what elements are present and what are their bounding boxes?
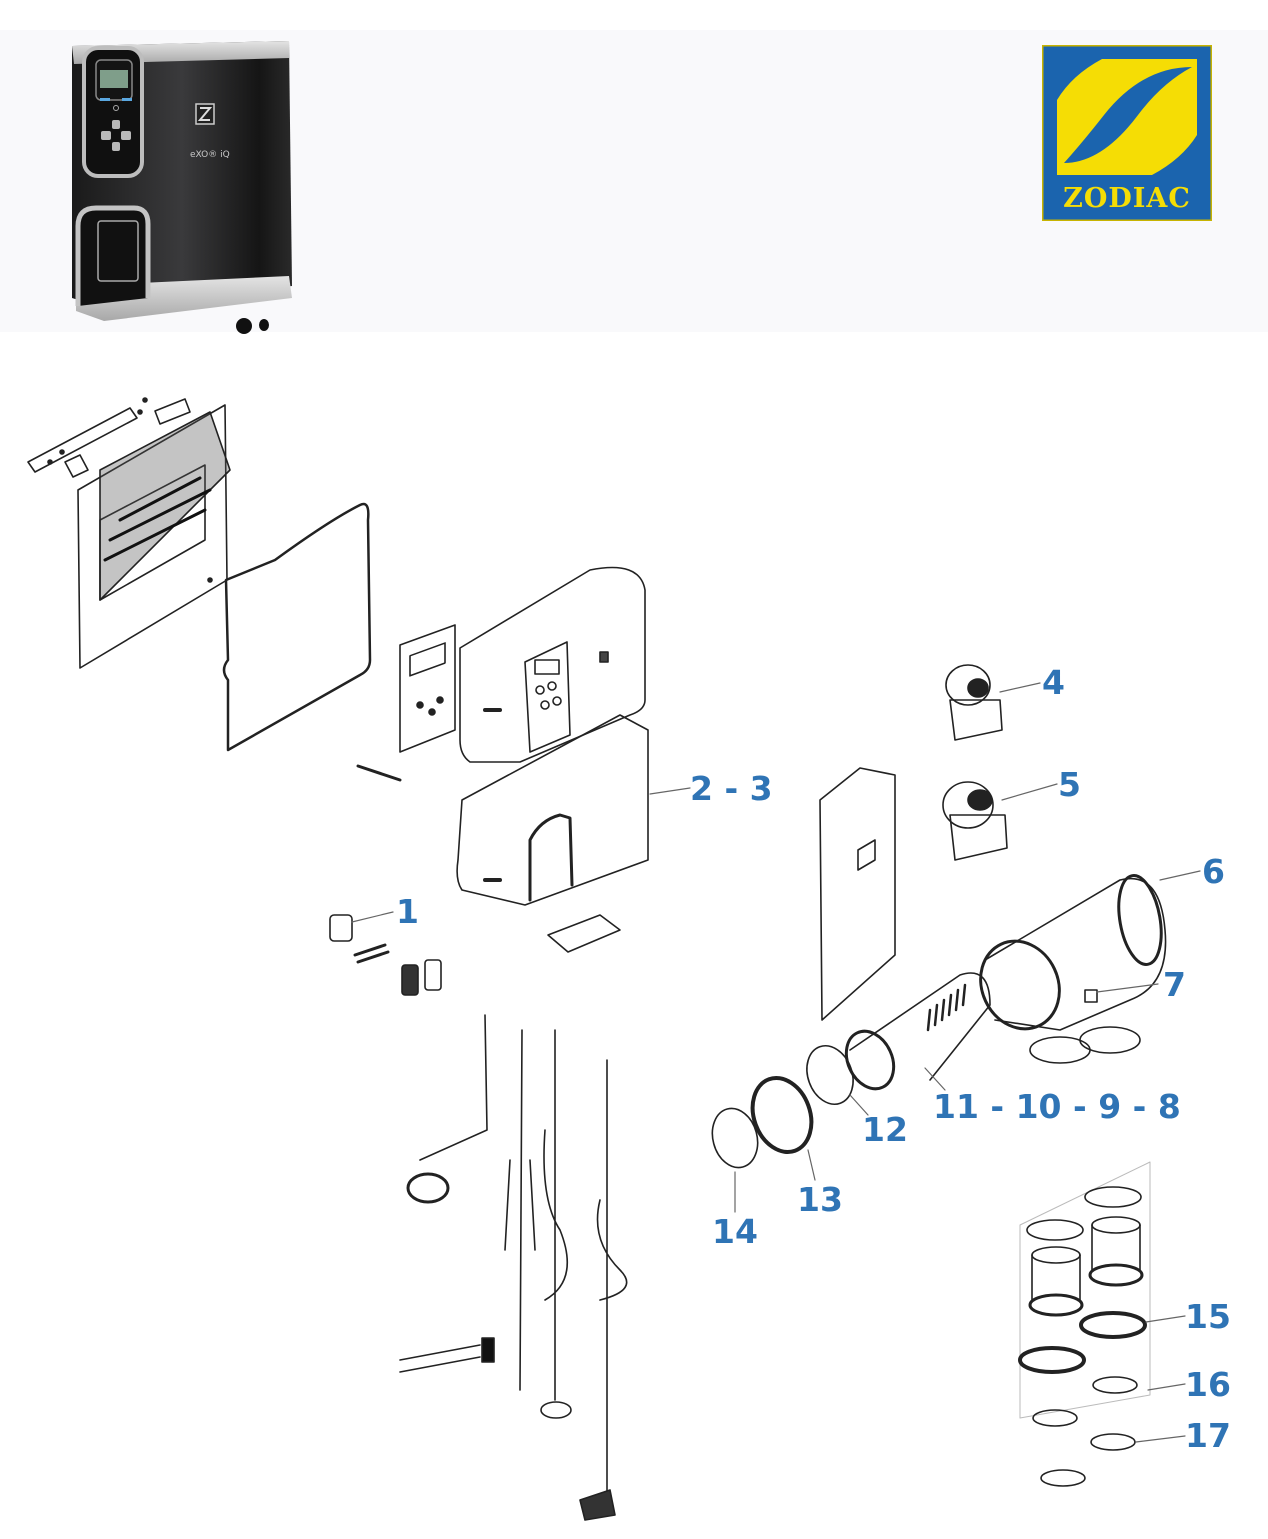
terminal-block: [547, 914, 621, 953]
display-board: [356, 624, 456, 782]
left-key: [101, 131, 111, 140]
logo-corner-tl: [1057, 59, 1102, 100]
callout-5: 5: [1058, 765, 1081, 804]
callout-1: 1: [396, 892, 419, 931]
cap-14: [711, 1107, 759, 1169]
locking-ring-13: [750, 1076, 814, 1154]
callout-7: 7: [1163, 965, 1186, 1004]
callout-4: 4: [1042, 663, 1065, 702]
soft-key-right: [122, 98, 132, 101]
model-label: eXO® iQ: [190, 150, 230, 160]
right-key: [121, 131, 131, 140]
cable-gland-1: [329, 914, 442, 996]
gasket: [222, 502, 372, 752]
logo-z-swoosh: [1064, 67, 1192, 163]
brand-name: ZODIAC: [1063, 183, 1191, 214]
cable-gland-left: [236, 318, 252, 334]
o-ring-12: [806, 1045, 854, 1105]
back-plate-pcb: [77, 404, 231, 669]
logo-corner-br: [1152, 135, 1197, 175]
callout-6: 6: [1202, 852, 1225, 891]
callout-17: 17: [1185, 1416, 1231, 1455]
power-icon: [113, 105, 119, 111]
callout-11-10-9-8: 11 - 10 - 9 - 8: [933, 1087, 1181, 1126]
saddle-clamp-5: [942, 781, 1008, 861]
mounting-bracket: [27, 397, 191, 478]
exploded-diagram: [27, 397, 1201, 1521]
side-panel: [819, 767, 896, 1021]
callout-12: 12: [862, 1110, 908, 1149]
terminal-window: [97, 220, 139, 282]
product-photo: eXO® iQ: [72, 41, 292, 334]
callout-13: 13: [797, 1180, 843, 1219]
cables: [399, 1014, 628, 1521]
front-cover-lower: [456, 714, 649, 906]
saddle-clamp-4: [945, 664, 1003, 741]
front-cover-upper: [459, 566, 646, 763]
soft-key-left: [100, 98, 110, 101]
electrode: [844, 972, 991, 1091]
cable-gland-right: [259, 319, 269, 331]
callout-14: 14: [712, 1212, 758, 1251]
union-kit: [1018, 1161, 1151, 1487]
callout-2-3: 2 - 3: [690, 769, 773, 808]
badge-z-icon: [197, 107, 213, 121]
callout-16: 16: [1185, 1365, 1231, 1404]
leader-lines: [351, 682, 1201, 1443]
zodiac-logo: ZODIAC: [1042, 45, 1212, 221]
cell-housing: [979, 874, 1167, 1064]
lcd-screen: [100, 70, 128, 88]
down-key: [112, 142, 120, 151]
up-key: [112, 120, 120, 129]
callout-15: 15: [1185, 1297, 1231, 1336]
